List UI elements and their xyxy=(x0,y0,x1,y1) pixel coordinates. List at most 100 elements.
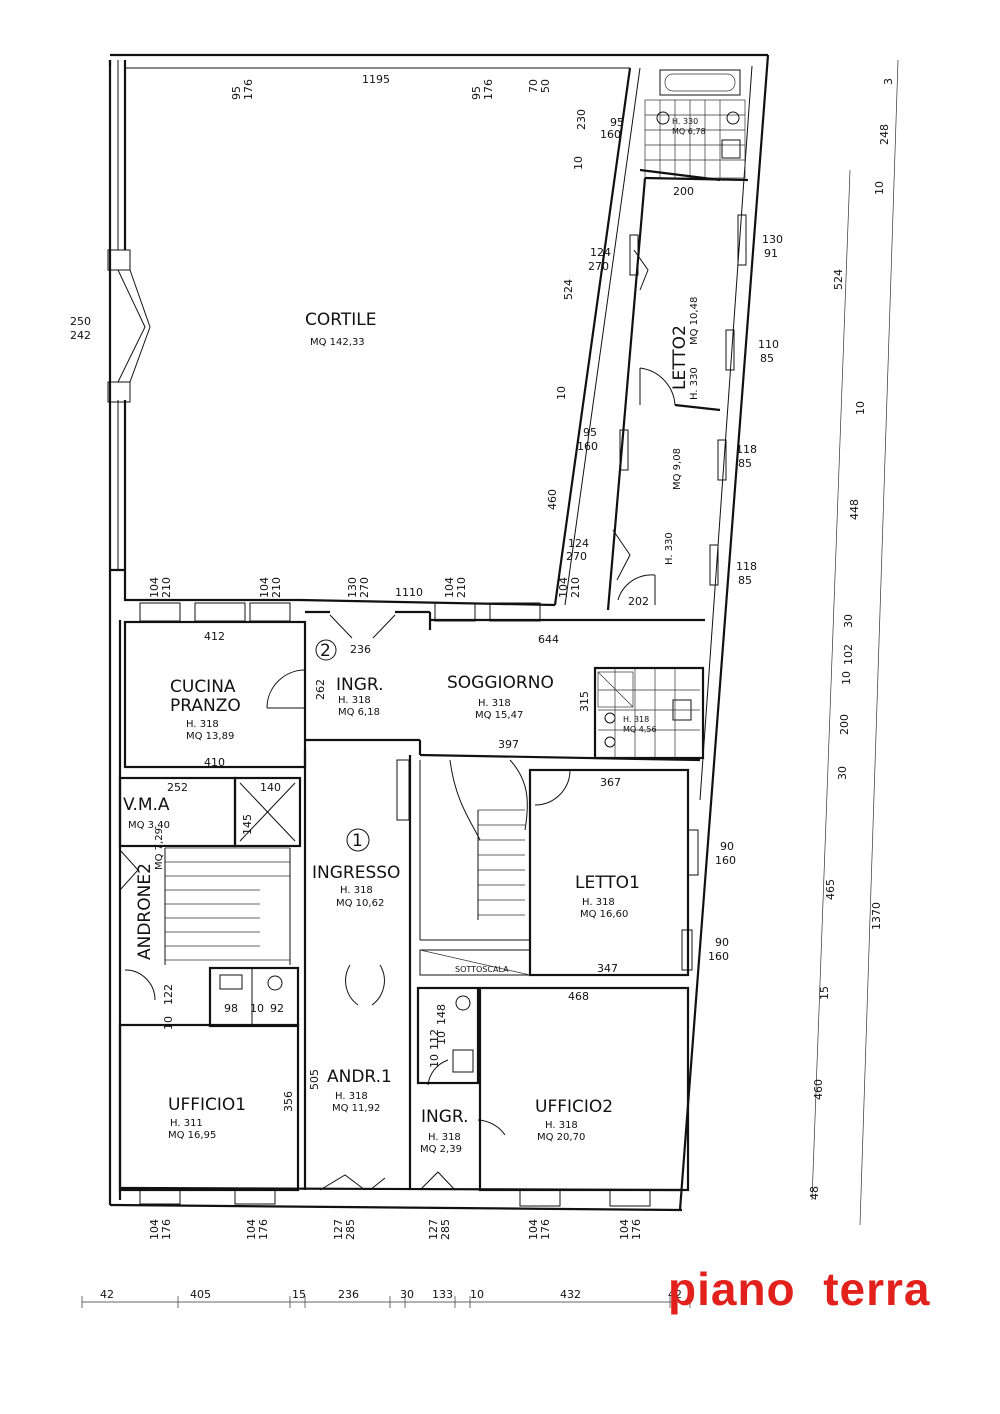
vma-name: V.M.A xyxy=(123,795,170,815)
dim-label: 176 xyxy=(160,1219,173,1240)
dim-label: 10 xyxy=(840,671,853,685)
dim-label: 176 xyxy=(257,1219,270,1240)
dim-label: 236 xyxy=(338,1288,359,1301)
dim-label: 10 xyxy=(572,156,585,170)
dim-label: 262 xyxy=(314,679,327,700)
ingr2-area: MQ 6,18 xyxy=(338,707,380,718)
dim-label: 124 xyxy=(590,246,611,259)
ingr3-height: H. 318 xyxy=(428,1132,461,1143)
letto1-name: LETTO1 xyxy=(575,873,640,893)
dim-label: 104 xyxy=(527,1219,540,1240)
cucina-name-line1: CUCINA xyxy=(170,677,236,697)
dim-label: 176 xyxy=(242,79,255,100)
ufficio2-area: MQ 20,70 xyxy=(537,1132,585,1143)
dim-label: 10 xyxy=(250,1002,264,1015)
dim-label: 10 xyxy=(873,181,886,195)
dim-label: 410 xyxy=(204,756,225,769)
dim-label: 133 xyxy=(432,1288,453,1301)
page-title: piano terra xyxy=(668,1263,931,1315)
dim-label: 200 xyxy=(673,185,694,198)
dim-label: 367 xyxy=(600,776,621,789)
dim-label: 460 xyxy=(546,489,559,510)
soggiorno-area: MQ 15,47 xyxy=(475,710,523,721)
dim-label: 104 xyxy=(618,1219,631,1240)
letto2-area: MQ 10,48 xyxy=(689,297,700,345)
dim-label: 104 xyxy=(148,1219,161,1240)
dim-label: 176 xyxy=(630,1219,643,1240)
dim-label: 160 xyxy=(577,440,598,453)
dim-label: 285 xyxy=(439,1219,452,1240)
dim-label: 200 xyxy=(838,714,851,735)
cortile-name: CORTILE xyxy=(305,310,376,330)
dim-label: 315 xyxy=(578,691,591,712)
ingr2-name: INGR. xyxy=(336,675,384,695)
dim-label: 112 xyxy=(428,1029,441,1050)
ingresso-marker: 1 xyxy=(352,831,363,851)
dim-label: 104 xyxy=(245,1219,258,1240)
dim-label: 468 xyxy=(568,990,589,1003)
middle-row xyxy=(118,602,705,1190)
dim-label: 85 xyxy=(738,457,752,470)
ufficio1-name: UFFICIO1 xyxy=(168,1095,246,1115)
soggiorno-height: H. 318 xyxy=(478,698,511,709)
dim-label: 460 xyxy=(812,1079,825,1100)
dim-label: 252 xyxy=(167,781,188,794)
dim-label: 102 xyxy=(842,644,855,665)
dim-label: 50 xyxy=(539,79,552,93)
dim-label: 176 xyxy=(539,1219,552,1240)
dim-label: 210 xyxy=(455,577,468,598)
ingr3-area: MQ 2,39 xyxy=(420,1144,462,1155)
dim-label: 85 xyxy=(760,352,774,365)
dim-label: 210 xyxy=(569,577,582,598)
ingresso-area: MQ 10,62 xyxy=(336,898,384,909)
corridor-height: H. 330 xyxy=(664,532,675,565)
dim-label: 118 xyxy=(736,560,757,573)
east-wing xyxy=(612,69,749,605)
dim-label: 242 xyxy=(70,329,91,342)
dim-label: 1370 xyxy=(870,902,883,930)
dim-label: 130 xyxy=(346,577,359,598)
dim-label: 176 xyxy=(482,79,495,100)
room-labels: CORTILE MQ 142,33 LETTO2 H. 330 MQ 10,48… xyxy=(123,117,706,1155)
dim-label: 10 xyxy=(470,1288,484,1301)
dim-label: 10 xyxy=(428,1054,441,1068)
dim-label: 127 xyxy=(427,1219,440,1240)
vma-area: MQ 3,40 xyxy=(128,820,170,831)
dim-label: 270 xyxy=(566,550,587,563)
ingr2-marker: 2 xyxy=(320,641,331,661)
dim-label: 160 xyxy=(715,854,736,867)
dim-label: 95 xyxy=(610,116,624,129)
ufficio2-height: H. 318 xyxy=(545,1120,578,1131)
letto1-area: MQ 16,60 xyxy=(580,909,628,920)
cucina-name-line2: PRANZO xyxy=(170,696,241,716)
dim-label: 42 xyxy=(100,1288,114,1301)
dim-label: 104 xyxy=(258,577,271,598)
cucina-area: MQ 13,89 xyxy=(186,731,234,742)
dim-label: 270 xyxy=(358,577,371,598)
dim-label: 356 xyxy=(282,1091,295,1112)
dim-label: 10 xyxy=(162,1016,175,1030)
ingresso-name: INGRESSO xyxy=(312,863,400,883)
dim-label: 95 xyxy=(230,86,243,100)
andr1-area: MQ 11,92 xyxy=(332,1103,380,1114)
dim-label: 412 xyxy=(204,630,225,643)
dim-label: 148 xyxy=(435,1004,448,1025)
dim-label: 230 xyxy=(575,109,588,130)
dim-label: 110 xyxy=(758,338,779,351)
dim-label: 210 xyxy=(160,577,173,598)
cortile-area: MQ 142,33 xyxy=(310,337,365,348)
dim-label: 160 xyxy=(600,128,621,141)
dim-label: 104 xyxy=(557,577,570,598)
dim-label: 30 xyxy=(842,614,855,628)
bath-top-area: MQ 6,78 xyxy=(672,127,706,136)
bath-mid-area: MQ 4,56 xyxy=(623,725,657,734)
dim-label: 90 xyxy=(715,936,729,949)
dim-label: 250 xyxy=(70,315,91,328)
dim-label: 397 xyxy=(498,738,519,751)
dim-label: 10 xyxy=(555,386,568,400)
dim-label: 347 xyxy=(597,962,618,975)
dim-label: 70 xyxy=(527,79,540,93)
dim-label: 95 xyxy=(583,426,597,439)
dim-label: 210 xyxy=(270,577,283,598)
